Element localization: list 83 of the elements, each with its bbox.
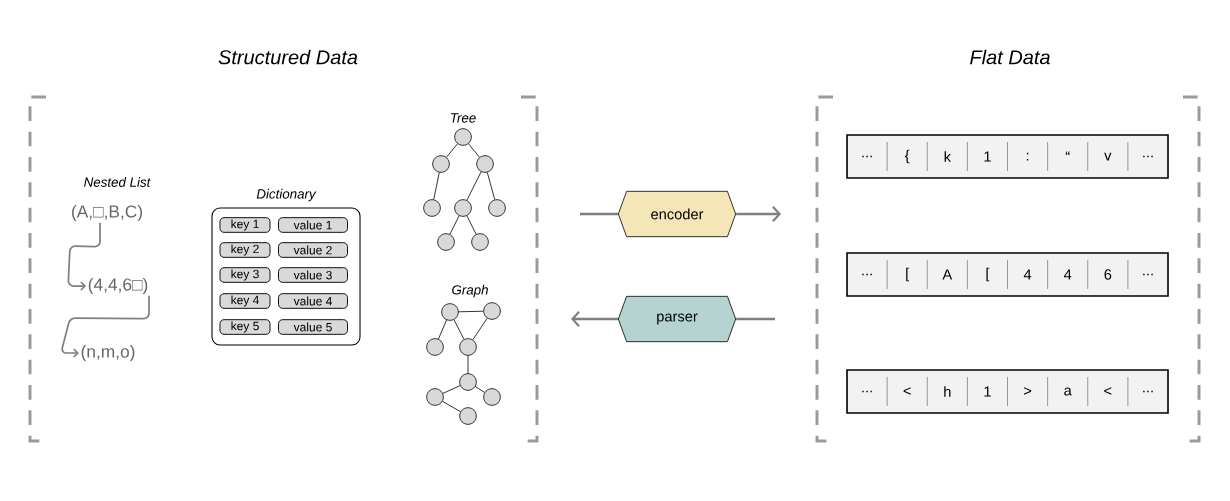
value-pill: value 2: [278, 242, 348, 258]
token: h: [944, 386, 951, 397]
connector: [442, 385, 461, 394]
token: ...: [1143, 390, 1153, 393]
token: {: [905, 149, 910, 164]
parser-hexagon: parser: [617, 295, 737, 343]
graph-node: [454, 199, 472, 217]
section-label: Tree: [451, 113, 476, 123]
connector: [67, 221, 101, 291]
token: ...: [862, 390, 872, 393]
graph-node: [459, 407, 477, 425]
token: v: [1104, 152, 1112, 161]
graph-node: [437, 233, 455, 251]
key-pill: key 1: [219, 217, 271, 233]
connector: [458, 310, 484, 313]
connector: [468, 143, 480, 158]
token: [: [906, 267, 910, 282]
token: ...: [862, 155, 872, 158]
connector: [472, 317, 488, 341]
graph-node: [441, 303, 459, 321]
token: a: [1064, 387, 1072, 396]
graph-node: [423, 199, 441, 217]
list-item: (A,□,B,C): [72, 204, 142, 222]
list-item: (4,4,6□): [88, 277, 148, 295]
encoder-hexagon: encoder: [617, 190, 737, 238]
connector: [736, 205, 781, 223]
token: [: [986, 267, 990, 282]
node-label: Dictionary: [256, 188, 317, 202]
token: <: [1104, 387, 1112, 395]
connector: [442, 400, 461, 413]
graph-node: [454, 128, 472, 146]
connector: [475, 386, 485, 393]
token: k: [944, 151, 951, 162]
token: ...: [1143, 155, 1153, 158]
graph-node: [426, 338, 444, 356]
graph-node: [432, 155, 450, 173]
token: >: [1024, 387, 1032, 395]
token: A: [942, 269, 953, 280]
token: ...: [862, 273, 872, 276]
graph-node: [483, 302, 501, 320]
token: ...: [1143, 273, 1153, 276]
token: 4: [1023, 269, 1032, 280]
connector: [453, 319, 465, 340]
value-pill: value 4: [278, 293, 348, 309]
graph-node: [426, 388, 444, 406]
list-item: (n,m,o): [81, 344, 135, 362]
connector: [466, 171, 482, 201]
graph-node: [483, 388, 501, 406]
connector: [736, 317, 775, 321]
connector: [433, 172, 440, 200]
value-pill: value 1: [278, 217, 348, 233]
connector: [467, 355, 469, 374]
token: 1: [984, 386, 991, 397]
token-strip: [846, 252, 1169, 297]
connector: [486, 172, 496, 200]
token: “: [1065, 151, 1070, 155]
graph-node: [471, 233, 489, 251]
value-pill: value 3: [278, 267, 348, 283]
graph-node: [459, 373, 477, 391]
key-pill: key 5: [219, 319, 271, 335]
section-label: Nested List: [84, 177, 151, 187]
token: :: [1026, 152, 1029, 161]
connector: [61, 294, 150, 358]
connector: [449, 215, 460, 235]
key-pill: key 2: [219, 242, 271, 258]
connector: [466, 215, 477, 235]
token: <: [903, 387, 911, 395]
token: 4: [1063, 269, 1072, 280]
section-label: Graph: [452, 284, 488, 298]
token: 6: [1104, 269, 1112, 280]
token-strip: [846, 134, 1169, 179]
connector: [446, 143, 458, 158]
connector: [438, 319, 447, 340]
connector: [571, 310, 618, 328]
connector: [580, 212, 618, 216]
graph-node: [476, 155, 494, 173]
graph-node: [459, 338, 477, 356]
key-pill: key 3: [219, 267, 271, 283]
token-strip: [846, 369, 1169, 414]
token: 1: [984, 151, 991, 162]
graph-node: [488, 199, 506, 217]
value-pill: value 5: [278, 319, 348, 335]
key-pill: key 4: [219, 293, 271, 309]
